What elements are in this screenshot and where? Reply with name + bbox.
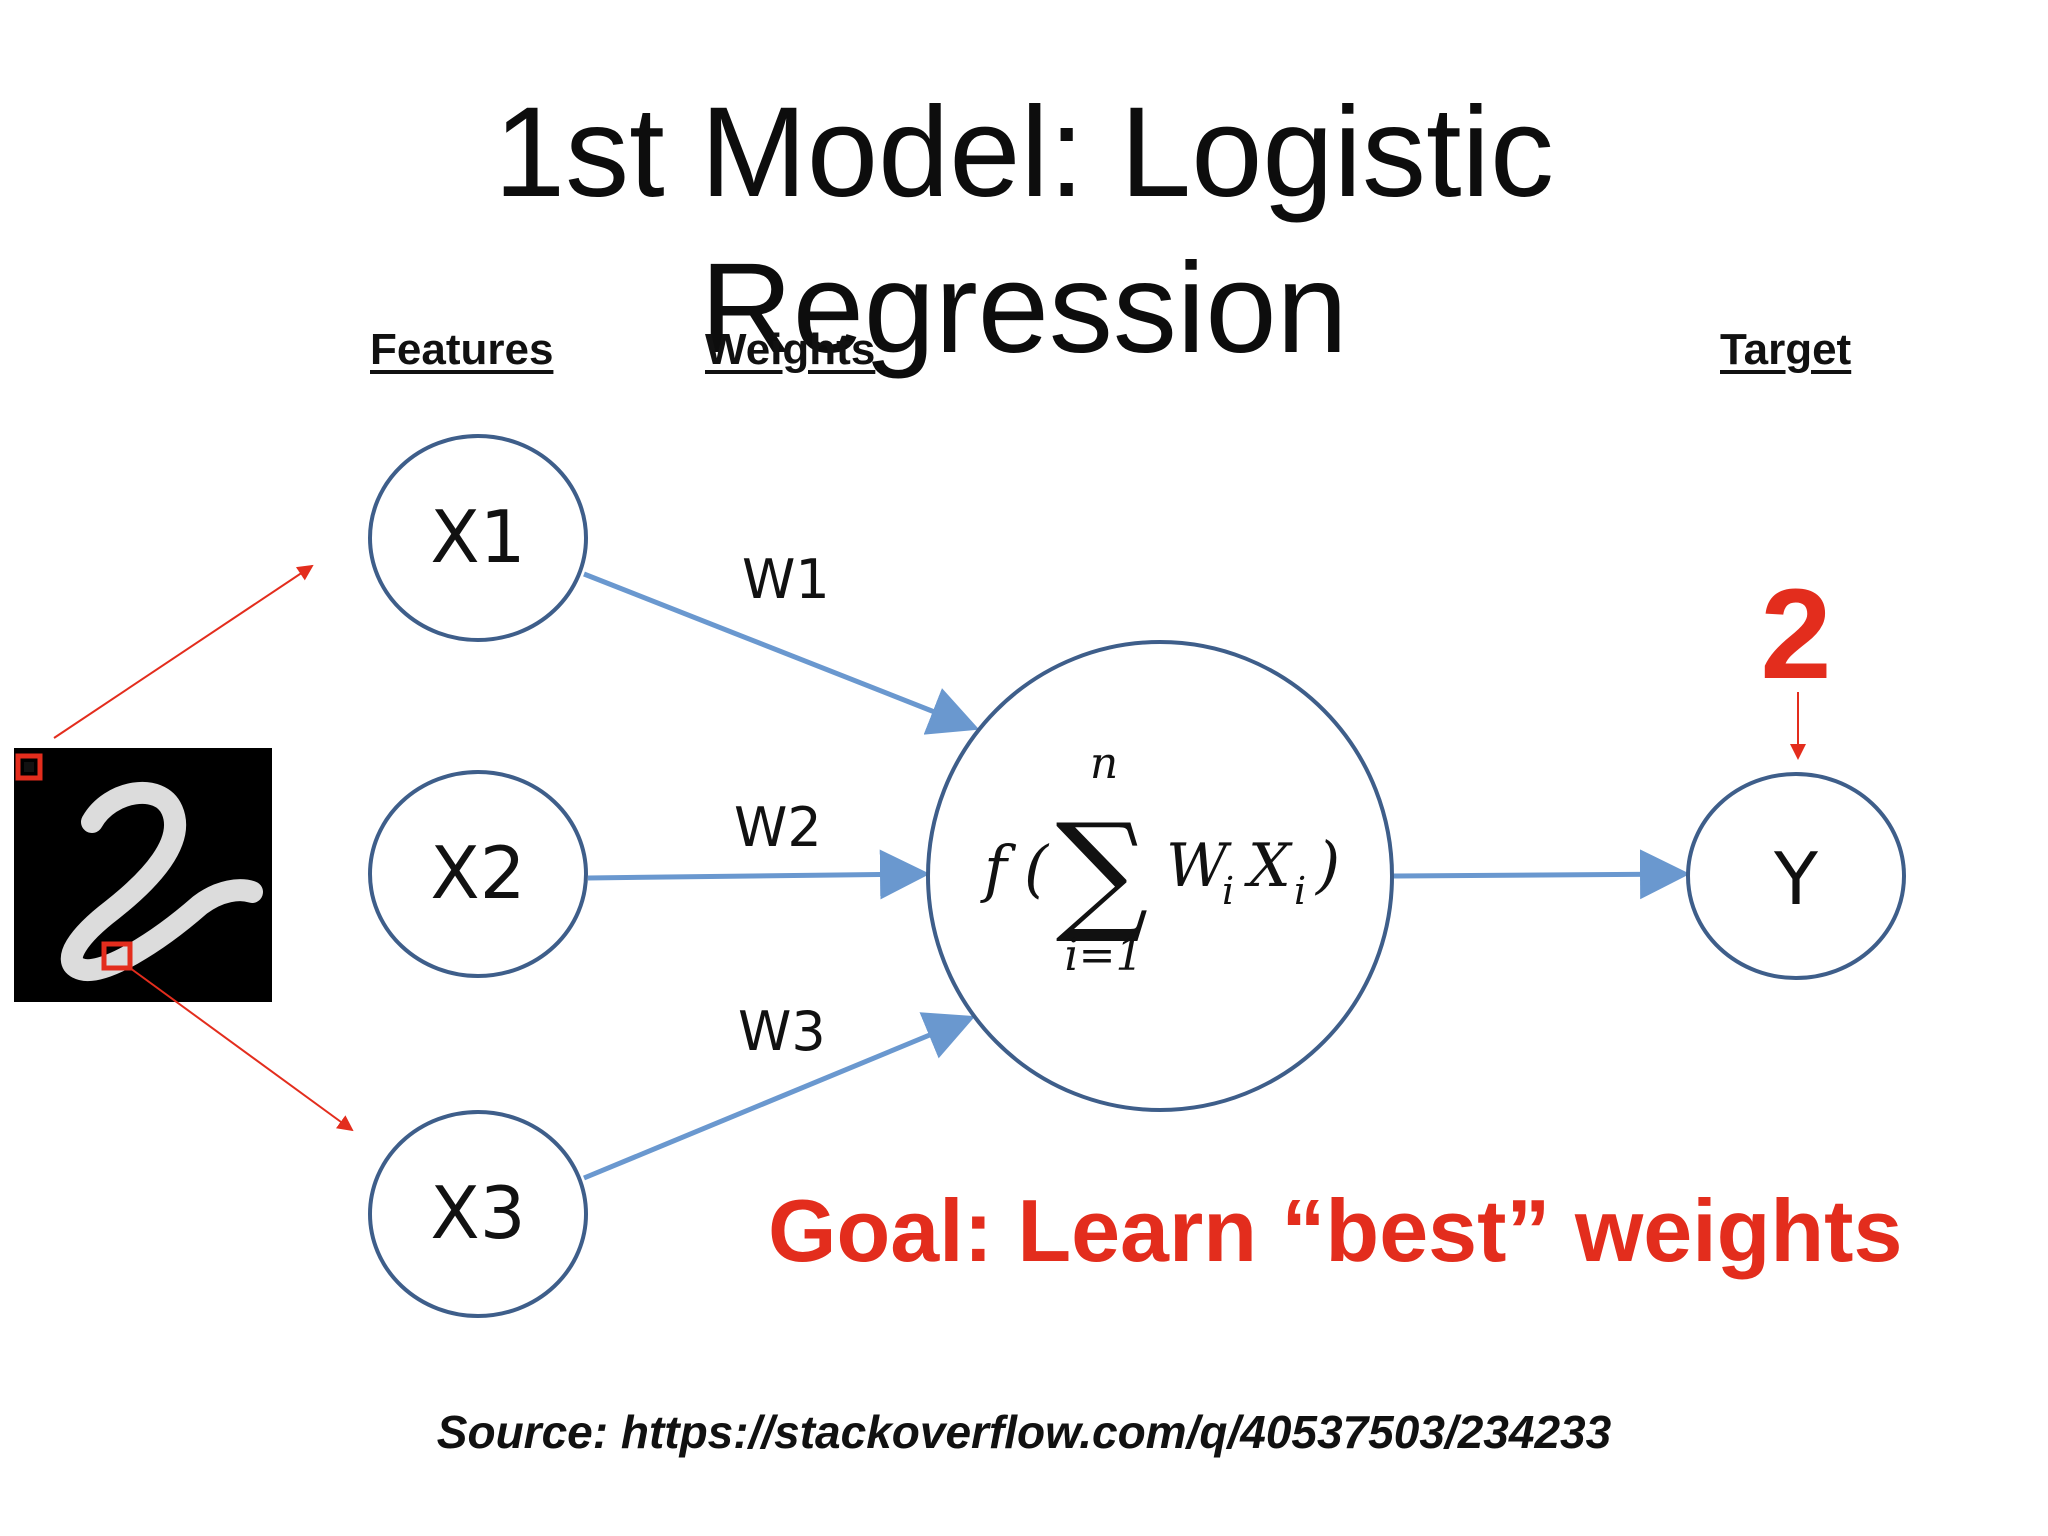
- target-heading: Target: [1720, 325, 1852, 374]
- edge-sum-y: [1393, 849, 1690, 900]
- slide-title-line2: Regression: [700, 237, 1348, 380]
- pixel-marker-bottom: [101, 941, 133, 971]
- node-x3: X3: [368, 1110, 588, 1318]
- formula-weight-subscript: i: [1222, 869, 1234, 913]
- node-x2-circle: [368, 770, 588, 978]
- formula-sigma: ∑: [1056, 795, 1149, 947]
- goal-statement: Goal: Learn “best” weights: [768, 1181, 1903, 1280]
- pixel-marker-top: [15, 753, 43, 781]
- slide-title-line1: 1st Model: Logistic: [493, 81, 1555, 224]
- edge-x2-sum: [587, 849, 930, 900]
- node-y-circle: [1686, 772, 1906, 980]
- edge-x1-sum: [583, 571, 980, 735]
- formula-feature-subscript: i: [1294, 869, 1306, 913]
- node-x1: X1: [368, 434, 588, 642]
- node-y: Y: [1686, 772, 1906, 980]
- formula-weight-term: W: [1166, 831, 1232, 901]
- weight-label-w2: W2: [734, 796, 822, 859]
- features-heading: Features: [370, 325, 554, 374]
- weight-label-w1: W1: [742, 548, 830, 611]
- node-x3-label: X3: [430, 1171, 525, 1255]
- pixel-marker-top-fill: [24, 762, 34, 772]
- weights-heading: Weights: [705, 325, 876, 374]
- formula-sum-lower: i=1: [1065, 930, 1144, 981]
- node-sum-circle: [926, 640, 1394, 1112]
- node-x2: X2: [368, 770, 588, 978]
- target-value: 2: [1760, 563, 1831, 706]
- pixel-to-x1-arrow: [53, 564, 314, 739]
- formula-sum-upper: n: [1090, 738, 1118, 789]
- node-x1-circle: [368, 434, 588, 642]
- source-citation: Source: https://stackoverflow.com/q/4053…: [436, 1406, 1612, 1458]
- digit-image: [14, 748, 272, 1002]
- node-x2-label: X2: [430, 831, 525, 915]
- formula-open-paren: (: [1024, 832, 1050, 905]
- node-x1-label: X1: [430, 495, 525, 579]
- formula-close-paren: ): [1314, 828, 1340, 901]
- edge-x3-sum: [583, 1012, 976, 1181]
- digit-stroke: [60, 782, 263, 982]
- node-y-label: Y: [1773, 837, 1819, 921]
- pixel-to-x3-arrow: [129, 967, 354, 1132]
- formula-feature-term: X: [1244, 831, 1293, 901]
- node-x3-circle: [368, 1110, 588, 1318]
- node-sum: f ( n ∑ i=1 W i X i ): [926, 640, 1394, 1112]
- weight-label-w3: W3: [738, 1000, 826, 1063]
